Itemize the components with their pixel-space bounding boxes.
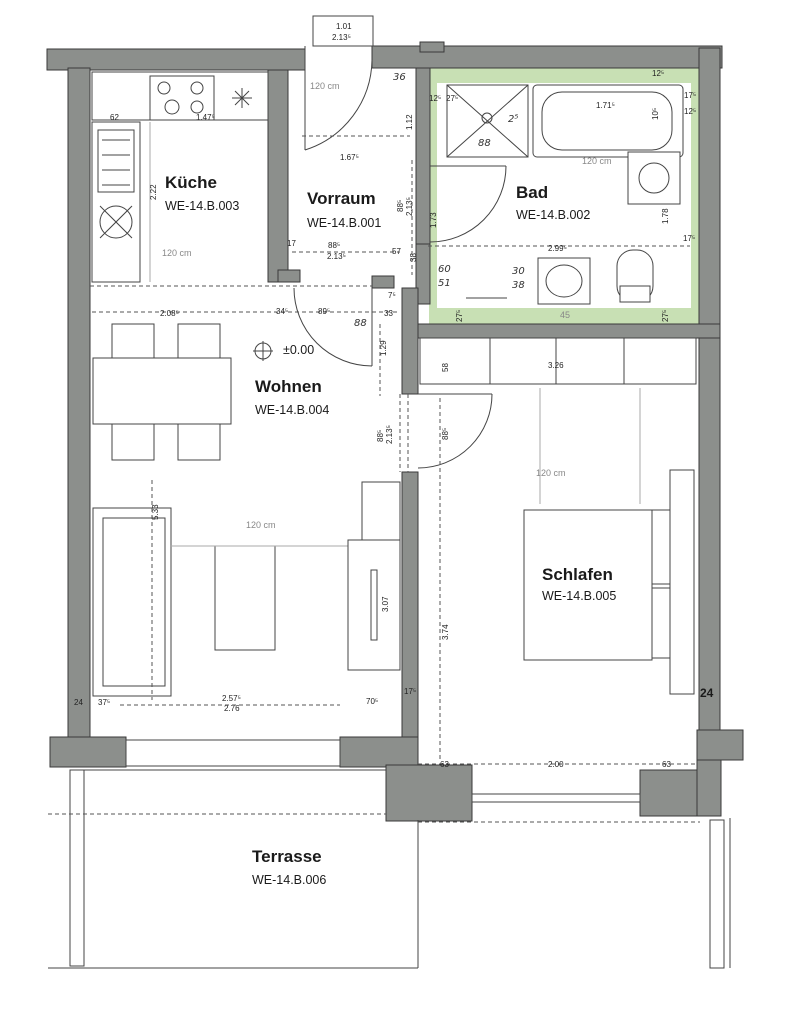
wohnen-dim-208: 2.08⁵ — [160, 309, 179, 318]
vorraum-dim-213: 2.13⁵ — [327, 252, 346, 261]
entrance — [304, 15, 374, 151]
room-code-vorraum: WE-14.B.001 — [307, 216, 381, 230]
bad-dim-17b: 17⁵ — [684, 91, 696, 100]
bad-dim-173: 1.73 — [429, 212, 438, 228]
wohnen-dim-276: 2.76 — [224, 704, 240, 713]
wohnen-dim-89: 89⁵ — [318, 307, 330, 316]
handwritten-51: 51 — [438, 278, 451, 289]
schlafen-wall-24: 24 — [700, 686, 714, 700]
schlafen-dim-200: 2.00 — [548, 760, 564, 769]
schlafen-dim-374: 3.74 — [441, 624, 450, 640]
room-code-schlafen: WE-14.B.005 — [542, 589, 616, 603]
bad-dim-27a: 27⁵ — [446, 94, 458, 103]
room-name-wohnen: Wohnen — [255, 377, 322, 396]
vorraum-height: 120 cm — [310, 81, 340, 91]
room-name-bad: Bad — [516, 183, 548, 202]
wardrobe-dim-326: 3.26 — [548, 361, 564, 370]
dining-table — [92, 323, 232, 461]
handwritten-88-wohnen: 88 — [354, 318, 367, 329]
kitchen-dim-62: 62 — [110, 113, 119, 122]
kitchen-dim-222: 2.22 — [149, 184, 158, 200]
schlafen-dim-63b: 63 — [662, 760, 671, 769]
wardrobe — [419, 337, 697, 385]
bad-dim-27c: 27⁵ — [661, 310, 670, 322]
door-schlafen — [399, 393, 493, 472]
handwritten-2: 2⁵ — [508, 114, 518, 125]
wohnen-dim-129: 1.29 — [379, 340, 388, 356]
kitchen-fan-icon — [232, 88, 252, 108]
bad-dim-12b: 12⁵ — [652, 69, 664, 78]
wohnen-dim-88c: 88⁵ — [376, 430, 385, 442]
door-bad — [429, 165, 507, 243]
kitchen-dim-147: 1.47⁵ — [196, 113, 215, 122]
room-code-bad: WE-14.B.002 — [516, 208, 590, 222]
schlafen-dim-17: 17⁵ — [404, 687, 416, 696]
level-marker-icon — [253, 341, 273, 361]
room-code-terrasse: WE-14.B.006 — [252, 873, 326, 887]
bad-dim-178: 1.78 — [661, 208, 670, 224]
bad-height: 120 cm — [582, 156, 612, 166]
room-name-terrasse: Terrasse — [252, 847, 322, 866]
bad-fixtures — [446, 84, 684, 305]
room-name-vorraum: Vorraum — [307, 189, 376, 208]
vorraum-dim-88: 88⁵ — [328, 241, 340, 250]
vorraum-dim-88b: 88⁵ — [396, 200, 405, 212]
wohnen-dim-7: 7⁵ — [388, 291, 396, 300]
tv-cabinet — [347, 481, 401, 671]
room-name-schlafen: Schlafen — [542, 565, 613, 584]
wohnen-dim-34: 34⁵ — [276, 307, 288, 316]
level-marker: ±0.00 — [283, 343, 314, 357]
schlafen-height: 120 cm — [536, 468, 566, 478]
bad-dim-299: 2.99⁵ — [548, 244, 567, 253]
vorraum-dim-38: 38 — [409, 253, 418, 262]
room-code-kueche: WE-14.B.003 — [165, 199, 239, 213]
vorraum-dim-17: 17 — [287, 239, 296, 248]
bad-dim-17c: 17⁵ — [683, 234, 695, 243]
vorraum-dim-213b: 2.13⁵ — [405, 197, 414, 216]
kitchen-fixtures — [91, 71, 269, 283]
schlafen-dim-883: 88⁵ — [441, 428, 450, 440]
wohnen-dim-533: 5.33 — [151, 504, 160, 520]
bad-dim-171: 1.71⁵ — [596, 101, 615, 110]
wohnen-dim-307: 3.07 — [381, 596, 390, 612]
sofa — [92, 507, 172, 697]
kitchen-height: 120 cm — [162, 248, 192, 258]
wohnen-dim-24-left: 24 — [74, 698, 83, 707]
vorraum-dim-112: 1.12 — [405, 114, 414, 130]
room-name-kueche: Küche — [165, 173, 217, 192]
bad-dim-12a: 12⁵ — [429, 94, 441, 103]
room-code-wohnen: WE-14.B.004 — [255, 403, 329, 417]
vorraum-dim-167: 1.67⁵ — [340, 153, 359, 162]
entry-dim-top: 1.01 — [336, 22, 352, 31]
terrace-outline — [48, 769, 731, 969]
handwritten-88-bad: 88 — [478, 138, 491, 149]
wohnen-dim-37: 37⁵ — [98, 698, 110, 707]
handwritten-30: 30 — [512, 266, 525, 277]
wohnen-dim-257: 2.57⁵ — [222, 694, 241, 703]
wohnen-height: 120 cm — [246, 520, 276, 530]
vorraum-dim-57: 57 — [392, 247, 401, 256]
schlafen-dim-63a: 63 — [440, 760, 449, 769]
handwritten-38: 38 — [512, 280, 525, 291]
bad-dim-12c: 12⁵ — [684, 107, 696, 116]
bad-dim-45: 45 — [560, 310, 570, 320]
entry-dim-bottom: 2.13⁵ — [332, 33, 351, 42]
bad-dim-27b: 27⁵ — [455, 310, 464, 322]
walls — [46, 41, 744, 822]
wohnen-dim-213c: 2.13⁵ — [385, 425, 394, 444]
handwritten-60: 60 — [438, 264, 451, 275]
bed — [523, 469, 695, 695]
coffee-table — [214, 545, 276, 651]
wardrobe-dim-58: 58 — [441, 363, 450, 372]
bad-dim-105: 10⁵ — [651, 108, 660, 120]
door-wohnen — [293, 287, 373, 367]
vorraum-dim-36: 36 — [393, 72, 406, 83]
wohnen-dim-70: 70⁵ — [366, 697, 378, 706]
wohnen-dim-33: 33 — [384, 309, 393, 318]
